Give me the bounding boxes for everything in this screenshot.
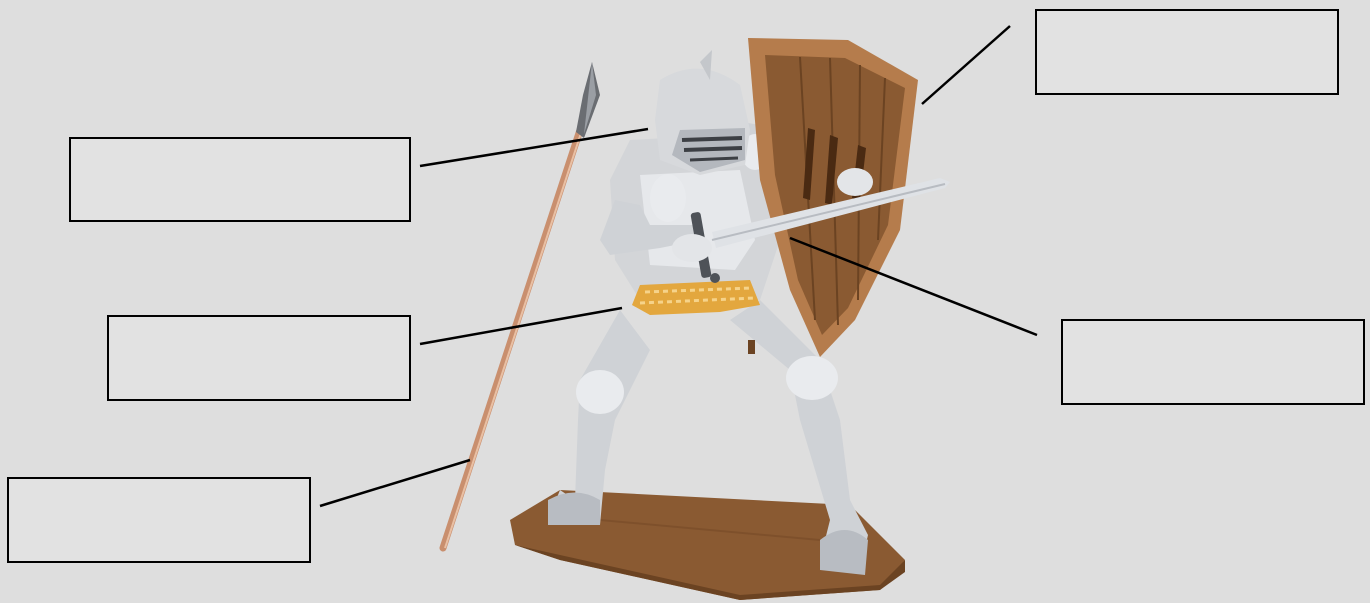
label-box-shield[interactable] — [1035, 9, 1339, 95]
label-box-sword[interactable] — [1061, 319, 1365, 405]
leader-line-spear — [320, 460, 470, 506]
label-box-spear[interactable] — [7, 477, 311, 563]
leader-line-shield — [922, 26, 1010, 104]
label-box-chainmail[interactable] — [107, 315, 411, 401]
label-box-helmet[interactable] — [69, 137, 411, 222]
leader-line-helmet — [420, 129, 648, 166]
